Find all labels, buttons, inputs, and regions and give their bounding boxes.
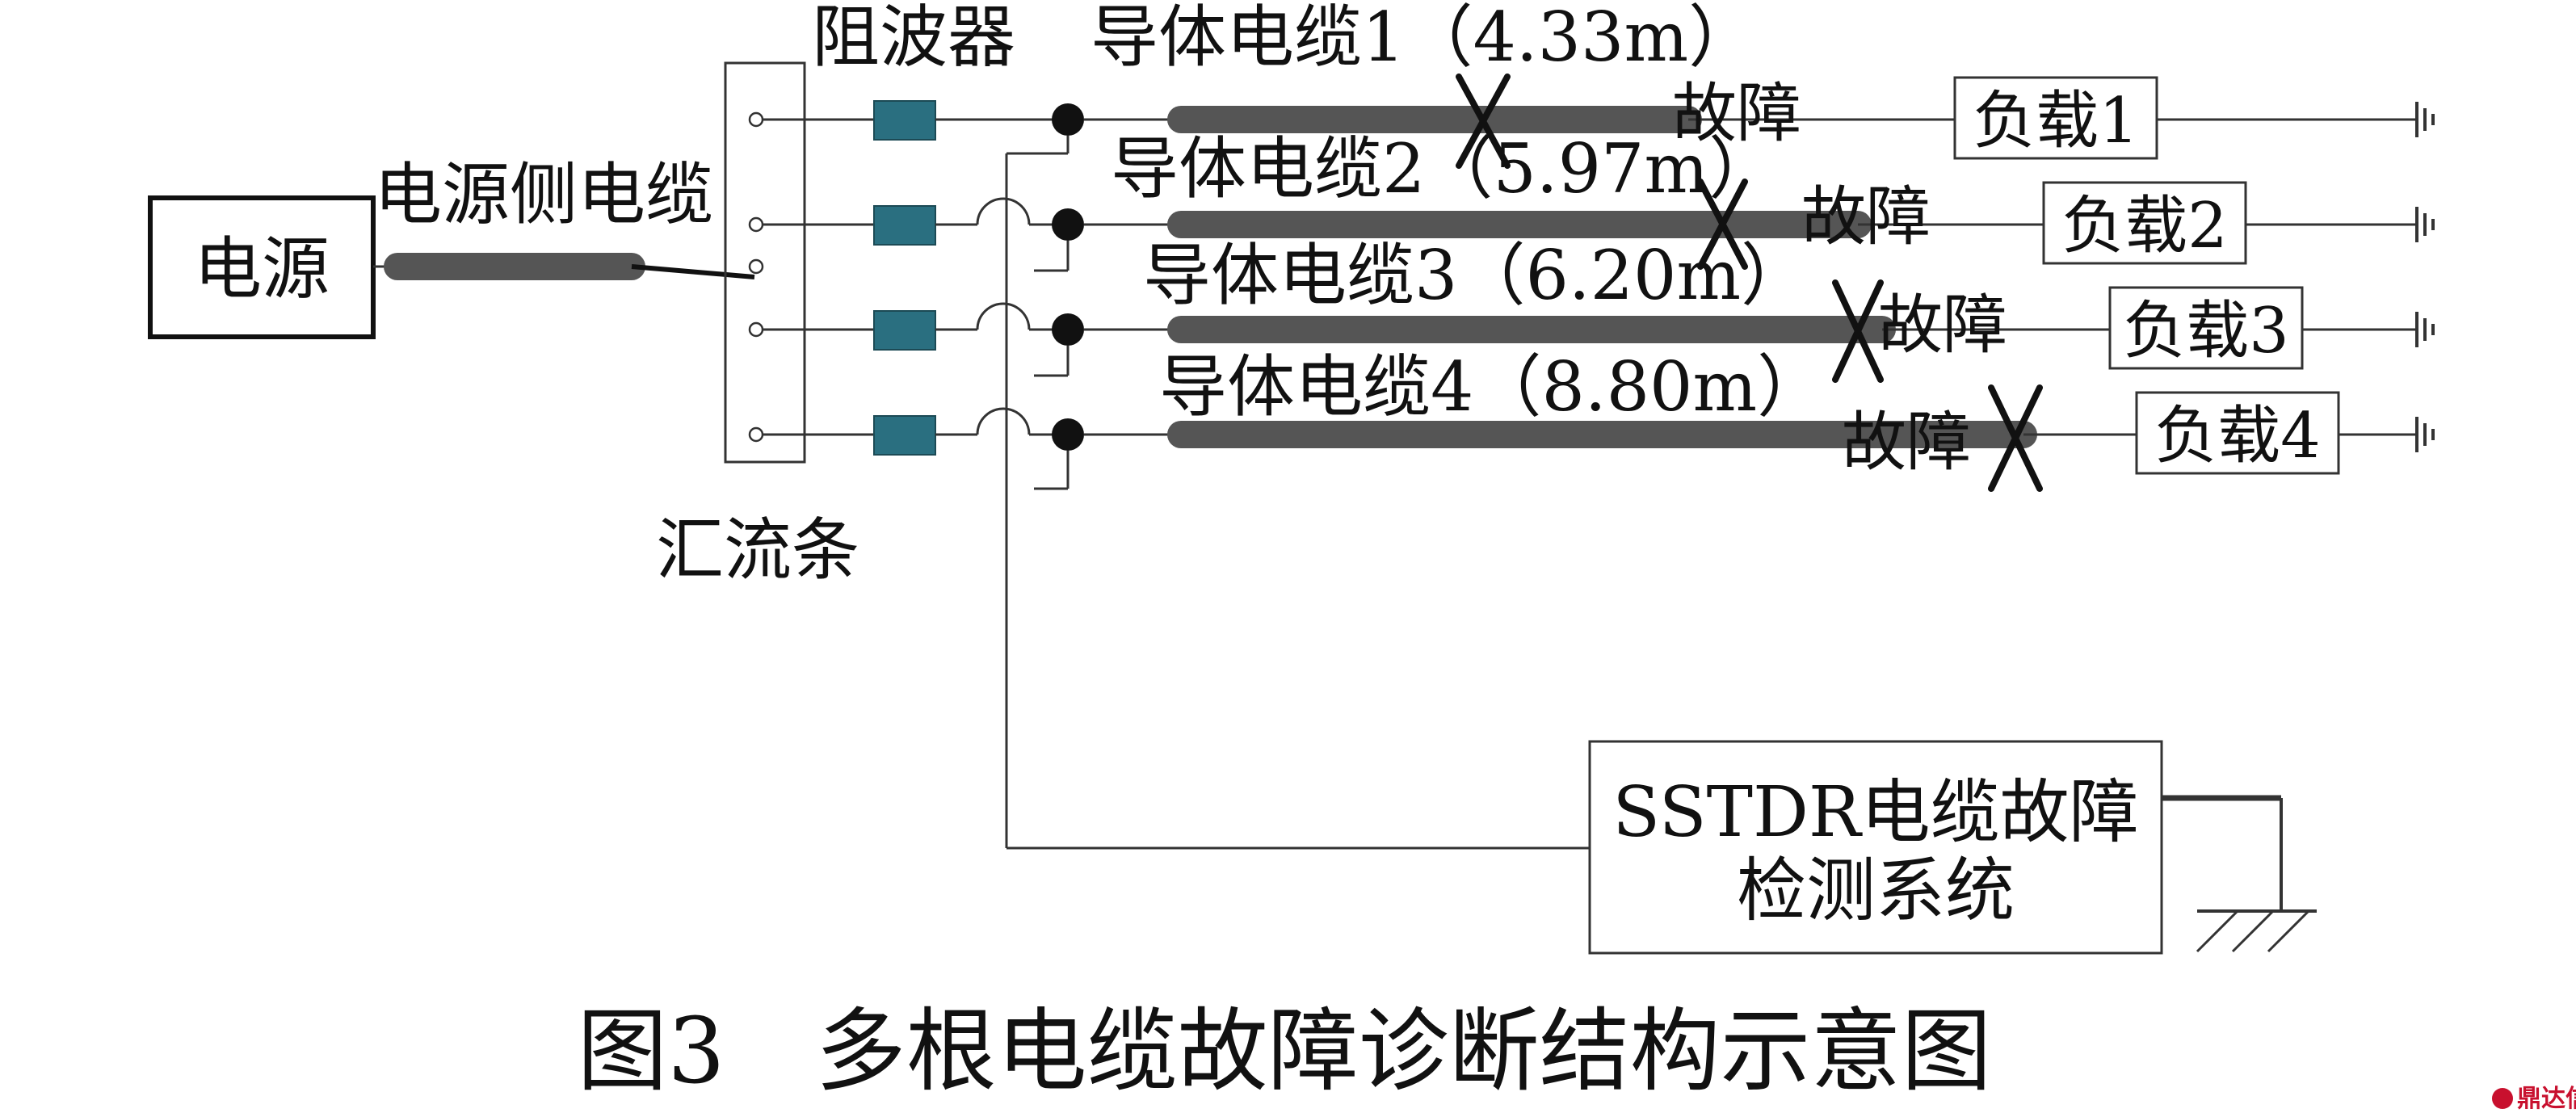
branch-1 [763,74,2435,169]
load-box-1 [1953,76,2158,160]
branch-4 [763,384,2435,492]
watermark: 鼎达信 [2492,1085,2576,1113]
cable-label-4: 导体电缆4（8.80m） [1159,347,1825,426]
source-cable-label: 电源侧电缆 [374,155,713,234]
branch-2 [763,178,2435,270]
ground-icon [2415,417,2435,452]
measurement-bus [1005,136,1590,850]
fault-label-1: 故障 [1672,76,1801,151]
wave-trap-1 [873,100,936,141]
sstdr-system: SSTDR电缆故障 检测系统 [1588,740,2163,955]
ground-icon [2415,207,2435,242]
watermark-text: 鼎达信 [2517,1085,2576,1113]
coupling-node-3 [1052,313,1084,346]
cable-label-1: 导体电缆1（4.33m） [1090,0,1756,77]
coupling-node-2 [1052,208,1084,241]
load-label-2: 负载2 [2061,190,2228,262]
fault-marker-3 [1832,279,1884,383]
load-label-1: 负载1 [1973,85,2139,158]
busbar-label: 汇流条 [656,510,859,590]
wave-trap-label: 阻波器 [812,0,1015,77]
fault-label-2: 故障 [1801,179,1931,254]
ground-icon [2162,795,2317,953]
ground-icon [2415,312,2435,347]
load-label-3: 负载3 [2123,295,2289,368]
figure-caption: 图3 多根电缆故障诊断结构示意图 [577,999,1991,1104]
fault-marker-1 [1456,74,1511,169]
coupling-node-1 [1052,103,1084,136]
sstdr-label-line2: 检测系统 [1737,850,2015,931]
busbar [724,61,806,464]
watermark-logo-icon [2492,1088,2513,1109]
power-source: 电源 [148,195,376,339]
fault-marker-4 [1988,384,2043,492]
fault-label-4: 故障 [1842,405,1971,480]
cable-label-2: 导体电缆2（5.97m） [1111,129,1776,208]
wave-trap-2 [873,205,936,246]
fault-marker-2 [1697,178,1748,270]
sstdr-label-line1: SSTDR电缆故障 [1612,772,2138,853]
fault-label-3: 故障 [1878,288,2007,363]
wave-trap-4 [873,415,936,456]
load-box-3 [2108,286,2304,370]
power-source-label: 电源 [194,229,330,309]
load-label-4: 负载4 [2154,400,2321,472]
load-box-2 [2042,181,2247,265]
ground-icon [2415,102,2435,137]
coupling-node-4 [1052,418,1084,451]
load-box-4 [2135,391,2340,475]
branch-3 [763,279,2435,383]
cable-label-3: 导体电缆3（6.20m） [1143,236,1809,315]
wave-trap-3 [873,310,936,351]
